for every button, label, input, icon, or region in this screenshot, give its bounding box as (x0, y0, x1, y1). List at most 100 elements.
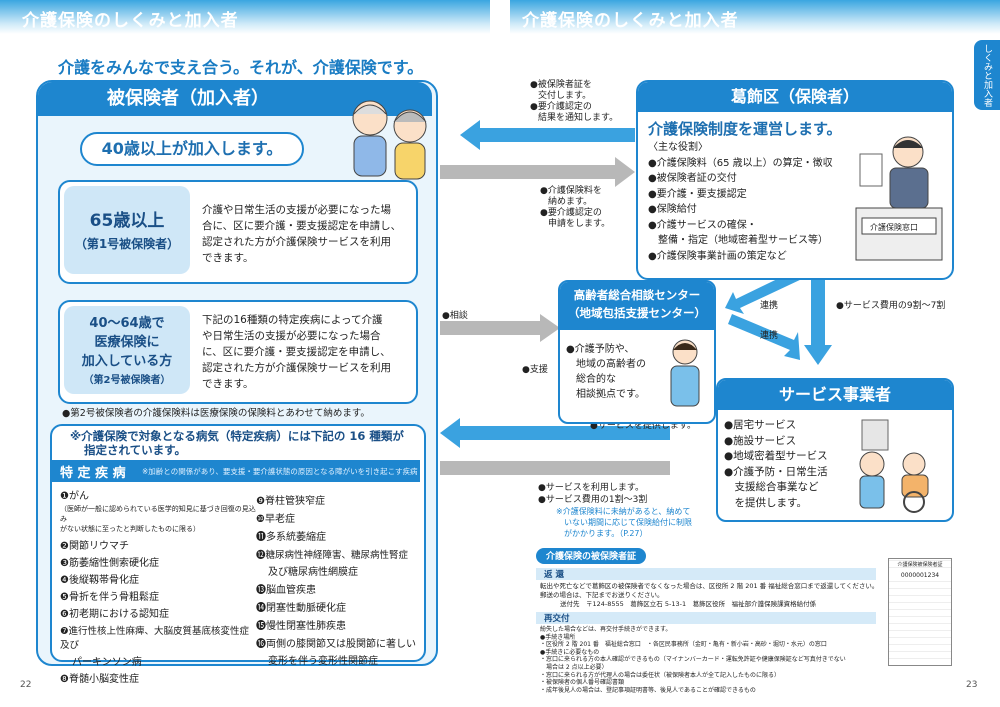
disease-item: ⓫多系統萎縮症 (256, 532, 326, 543)
top-flow-note: ●被保険者証を 交付します。 ●要介護認定の 結果を通知します。 (530, 80, 618, 124)
flow-note-line: ●介護保険料を (540, 186, 602, 196)
center-heading-line: （地域包括支援センター） (568, 306, 706, 320)
type1-label-sub: （第1号被保険者） (74, 237, 180, 251)
role-item: ●介護サービスの確保・ (648, 219, 757, 231)
use-line: ●サービスを利用します。 (538, 483, 644, 493)
renkei-label-1: 連携 (760, 301, 779, 311)
disease-right-list: ❾脊柱管狭窄症 ❿早老症 ⓫多系統萎縮症 ⓬糖尿病性神経障害、糖尿病性腎症 及び… (256, 493, 416, 669)
use-line: ●サービス費用の1割〜3割 (538, 495, 648, 505)
center-text-line: 地域の高齢者の (566, 359, 646, 370)
type1-text-line: 合に、区に要介護・要支援認定を申請し、 (202, 220, 402, 232)
disease-item: ❹後縦靱帯骨化症 (60, 575, 139, 586)
page-number-right: 23 (966, 680, 978, 690)
flow-note-line: 結果を通知します。 (538, 113, 619, 123)
center-heading: 高齢者総合相談センター （地域包括支援センター） (560, 282, 714, 330)
right-header-bar (510, 0, 1000, 34)
flow-note-line: 交付します。 (538, 91, 592, 101)
consult-label: ●相談 (442, 311, 468, 321)
left-header-bar (0, 0, 490, 34)
insurer-roles: 〈主な役割〉 ●介護保険料（65 歳以上）の算定・徴収 ●被保険者証の交付 ●要… (648, 140, 833, 264)
type2-text-line: できます。 (202, 378, 254, 390)
reissue-line: ・窓口に来られる方の本人確認ができるもの（マイナンバーカード・運転免許証や健康保… (540, 656, 846, 664)
flow-note-line: 納めます。 (548, 197, 593, 207)
reissue-line: ・窓口に来られる方が代理人の場合は委任状（被保険者本人が全て記入したものに限る） (540, 671, 781, 679)
type2-label-line3: 加入している方 (81, 354, 173, 369)
use-note-line: ※介護保険料に未納があると、納めて (556, 507, 691, 516)
provider-items: ●居宅サービス ●施設サービス ●地域密着型サービス ●介護予防・日常生活 支援… (724, 418, 828, 511)
disease-intro-2: 指定されています。 (84, 443, 187, 457)
disease-item: ❾脊柱管狭窄症 (256, 496, 325, 507)
use-note-line: いない期間に応じて保険給付に制限 (564, 518, 692, 527)
type2-label-line2: 医療保険に (94, 335, 160, 350)
use-label: ●サービスを利用します。 ●サービス費用の1割〜3割 (538, 482, 647, 506)
cancer-note: がない状態に至ったと判断したものに限る） (60, 525, 200, 533)
provider-item: ●介護予防・日常生活 (724, 465, 828, 478)
provider-item: ●施設サービス (724, 434, 797, 447)
disease-left-list: ❶がん （医師が一般に認められている医学的知見に基づき回復の見込み がない状態に… (60, 490, 256, 687)
support-label: ●支援 (522, 365, 548, 375)
type2-text-line: 下記の16種類の特定疾病によって介護 (202, 314, 383, 326)
flow-arrows (440, 120, 670, 475)
mid-flow-note: ●介護保険料を 納めます。 ●要介護認定の 申請をします。 (540, 186, 610, 230)
cancer-note: （医師が一般に認められている医学的知見に基づき回復の見込み (60, 505, 256, 523)
return-line: 転出や死亡などで葛飾区の被保険者でなくなった場合は、区役所 2 階 201 番 … (540, 582, 879, 590)
reissue-line: ・区役所 2 階 201 番 福祉総合窓口 ・各区民事務所（金町・亀有・新小岩・… (540, 641, 827, 649)
type2-label-line4: （第2号被保険者） (83, 375, 171, 386)
disease-item: ❽脊髄小脳変性症 (60, 674, 139, 685)
provider-item: 支援総合事業など (724, 481, 819, 493)
arrow-provide (440, 418, 670, 448)
type2-label: 40〜64歳で 医療保険に 加入している方 （第2号被保険者） (64, 306, 190, 394)
disease-item: ❶がん (60, 491, 89, 502)
role-item: ●介護保険事業計画の策定など (648, 250, 787, 262)
role-item: ●被保険者証の交付 (648, 173, 737, 184)
role-item: 整備・指定（地域密着型サービス等） (648, 235, 828, 246)
disease-item: ⓰両側の膝関節又は股関節に著しい (256, 639, 416, 650)
type1-text-line: できます。 (202, 252, 254, 264)
flow-note-line: 申請をします。 (548, 219, 611, 229)
type2-text-line: や日常生活の支援が必要になった場合 (202, 330, 381, 342)
role-item: ●要介護・要支援認定 (648, 188, 747, 200)
renkei-label-2: 連携 (760, 331, 779, 341)
arrow-consult (440, 314, 560, 342)
type2-note: ●第2号被保険者の介護保険料は医療保険の保険料とあわせて納めます。 (62, 408, 370, 419)
provider-heading: サービス事業者 (718, 380, 952, 410)
disease-item: ❼進行性核上性麻痺、大脳皮質基底核変性症及び (60, 626, 250, 651)
center-text: ●介護予防や、 地域の高齢者の 総合的な 相談拠点です。 (566, 342, 646, 402)
arrow-insurer-to-insured (460, 120, 635, 150)
provider-item: を提供します。 (724, 496, 807, 509)
flow-note-line: ●要介護認定の (530, 102, 592, 112)
reissue-line: 紛失した場合などは、再交付手続きができます。 (540, 626, 672, 633)
reissue-line: ●手続き場所 (540, 633, 576, 641)
disease-tab: 特 定 疾 病 (60, 466, 126, 481)
role-item: ●介護保険料（65 歳以上）の算定・徴収 (648, 157, 833, 169)
center-text-line: 相談拠点です。 (566, 389, 645, 400)
return-label: 返 還 (544, 570, 564, 580)
type1-text-line: 認定された方が介護保険サービスを利用 (202, 236, 391, 248)
disease-item: ❿早老症 (256, 514, 295, 525)
disease-item-cont: 及び糖尿病性網膜症 (268, 567, 358, 578)
disease-tab-bar (52, 460, 420, 482)
provider-item: ●地域密着型サービス (724, 450, 828, 462)
arrow-renkei-down (728, 314, 800, 360)
reissue-bar (536, 612, 876, 624)
type1-label-main: 65歳以上 (89, 211, 165, 231)
counter-sign: 介護保険窓口 (870, 223, 918, 232)
mini-card-title: 介護保険被保険者証 (897, 562, 943, 568)
type2-text-line: 認定された方が介護保険サービスを利用 (202, 362, 391, 374)
disease-item: ❷関節リウマチ (60, 541, 129, 552)
disease-item-cont: パーキンソン病 (72, 657, 142, 668)
right-header-title: 介護保険のしくみと加入者 (522, 11, 739, 31)
staff-counter-illustration (855, 136, 943, 261)
insurer-main: 介護保険制度を運営します。 (648, 120, 842, 138)
center-heading-line: 高齢者総合相談センター (573, 288, 701, 302)
roles-title: 〈主な役割〉 (648, 142, 708, 153)
reissue-text: 紛失した場合などは、再交付手続きができます。 ●手続き場所 ・区役所 2 階 2… (540, 626, 890, 694)
type1-text-line: 介護や日常生活の支援が必要になった場 (202, 204, 391, 216)
center-text-line: 総合的な (566, 374, 616, 385)
reissue-line: ・成年後見人の場合は、登記事項証明書等、後見人であることが確認できるもの (540, 686, 756, 694)
disease-item: ❸筋萎縮性側索硬化症 (60, 558, 159, 569)
side-tab: しくみと加入者 (974, 40, 1000, 110)
return-bar (536, 568, 876, 580)
disease-item: ⓭脳血管疾患 (256, 585, 316, 596)
age-pill: 40歳以上が加入します。 (80, 132, 304, 166)
